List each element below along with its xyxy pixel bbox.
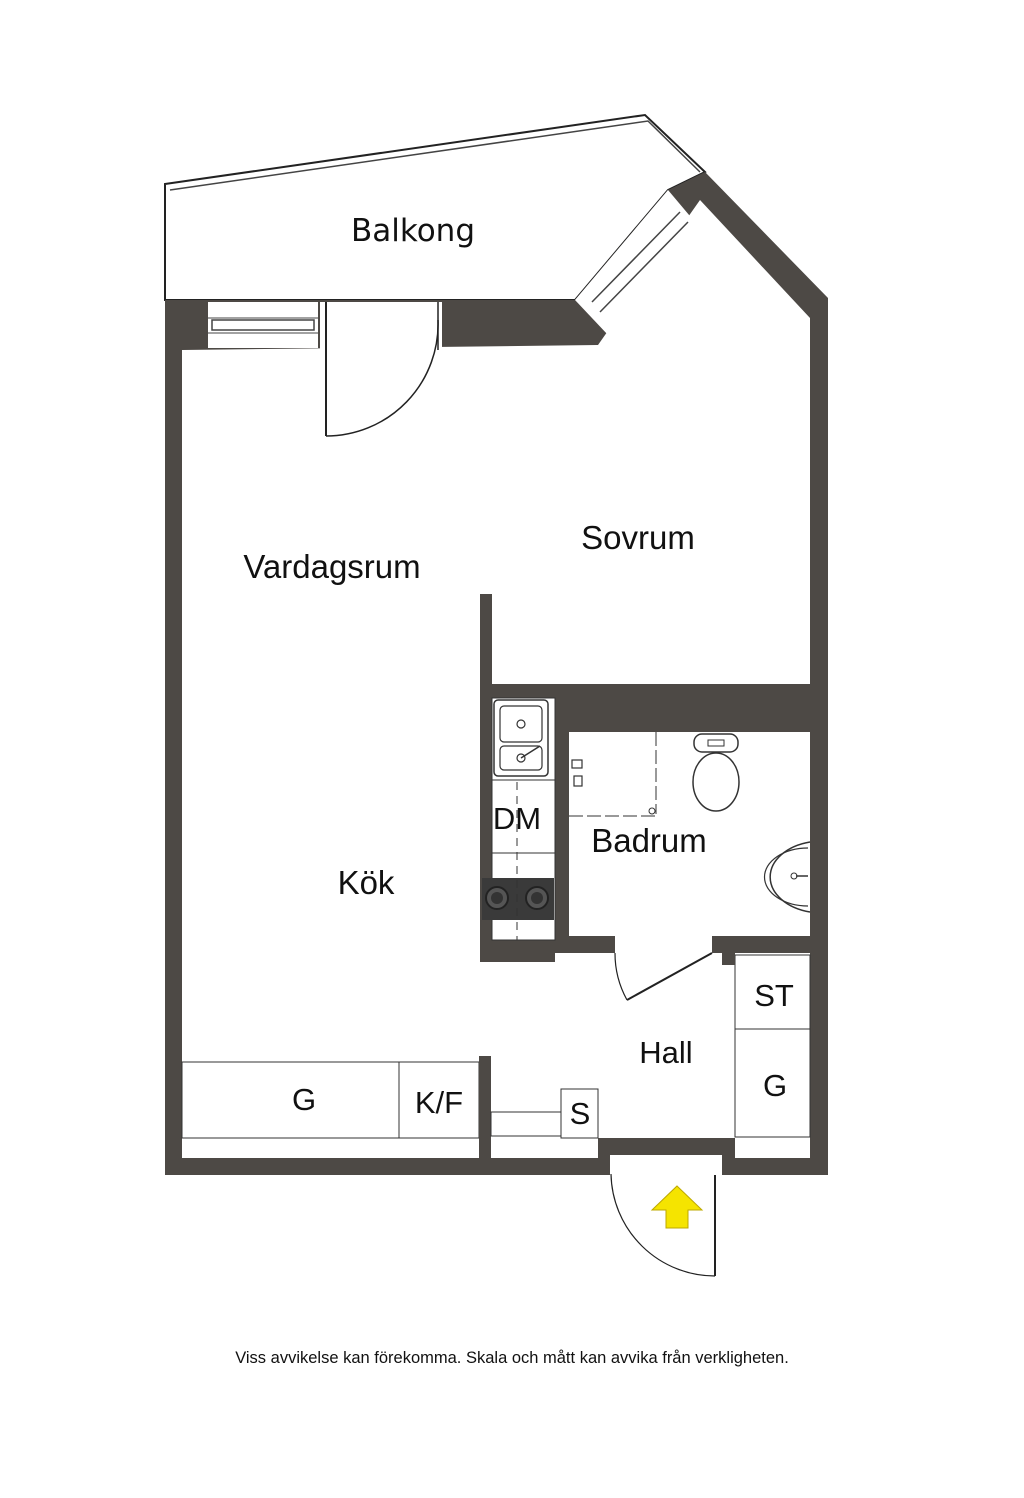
hall-storage: [734, 954, 811, 1138]
entrance-arrow-icon: [650, 1185, 704, 1229]
fixture-label-wardrobe-kitchen: G: [292, 1082, 316, 1117]
washbasin-icon: [763, 841, 811, 913]
room-label-kitchen: Kök: [338, 864, 395, 901]
balcony-door-opening: [320, 302, 442, 350]
room-label-bathroom: Badrum: [591, 822, 707, 859]
wall-bathroom-north: [555, 698, 810, 732]
wall-bathroom-west: [555, 698, 569, 953]
room-label-bedroom: Sovrum: [581, 519, 695, 556]
room-label-hall: Hall: [639, 1035, 692, 1070]
fixture-label-storage: ST: [754, 978, 794, 1013]
disclaimer-text: Viss avvikelse kan förekomma. Skala och …: [235, 1349, 789, 1367]
entrance-door: [610, 1173, 716, 1277]
sink-icon: [493, 699, 549, 777]
kitchen-wardrobes: [181, 1061, 480, 1139]
wall-kitchen-back: [480, 684, 492, 962]
room-label-living-room: Vardagsrum: [243, 548, 420, 585]
entrance-opening: [610, 1155, 722, 1175]
fixture-label-dishwasher: DM: [493, 801, 541, 836]
kitchen-counter: [482, 697, 556, 941]
wall-bedroom-south: [480, 684, 810, 698]
wall-hall-west: [479, 1056, 491, 1158]
fixture-label-fridge-freezer: K/F: [415, 1085, 463, 1120]
window-diagonal: [575, 190, 700, 335]
window-west: [208, 302, 318, 348]
wall-hall-east: [722, 953, 735, 965]
wall-bathroom-south-b: [712, 936, 810, 953]
stove-icon: [482, 878, 554, 920]
fixture-label-shoe-cabinet: S: [570, 1096, 591, 1131]
wall-kitchen-south: [480, 940, 555, 962]
room-label-balcony: Balkong: [351, 213, 475, 249]
shoe-cabinet: [490, 1088, 599, 1139]
balcony-door: [325, 302, 439, 437]
shower-icon: [569, 732, 658, 817]
bathroom-door: [614, 952, 713, 1001]
toilet-icon: [692, 733, 740, 812]
wall-living-bedroom: [480, 594, 492, 684]
balcony-railing: [169, 120, 701, 191]
fixture-label-wardrobe-hall: G: [763, 1068, 787, 1103]
